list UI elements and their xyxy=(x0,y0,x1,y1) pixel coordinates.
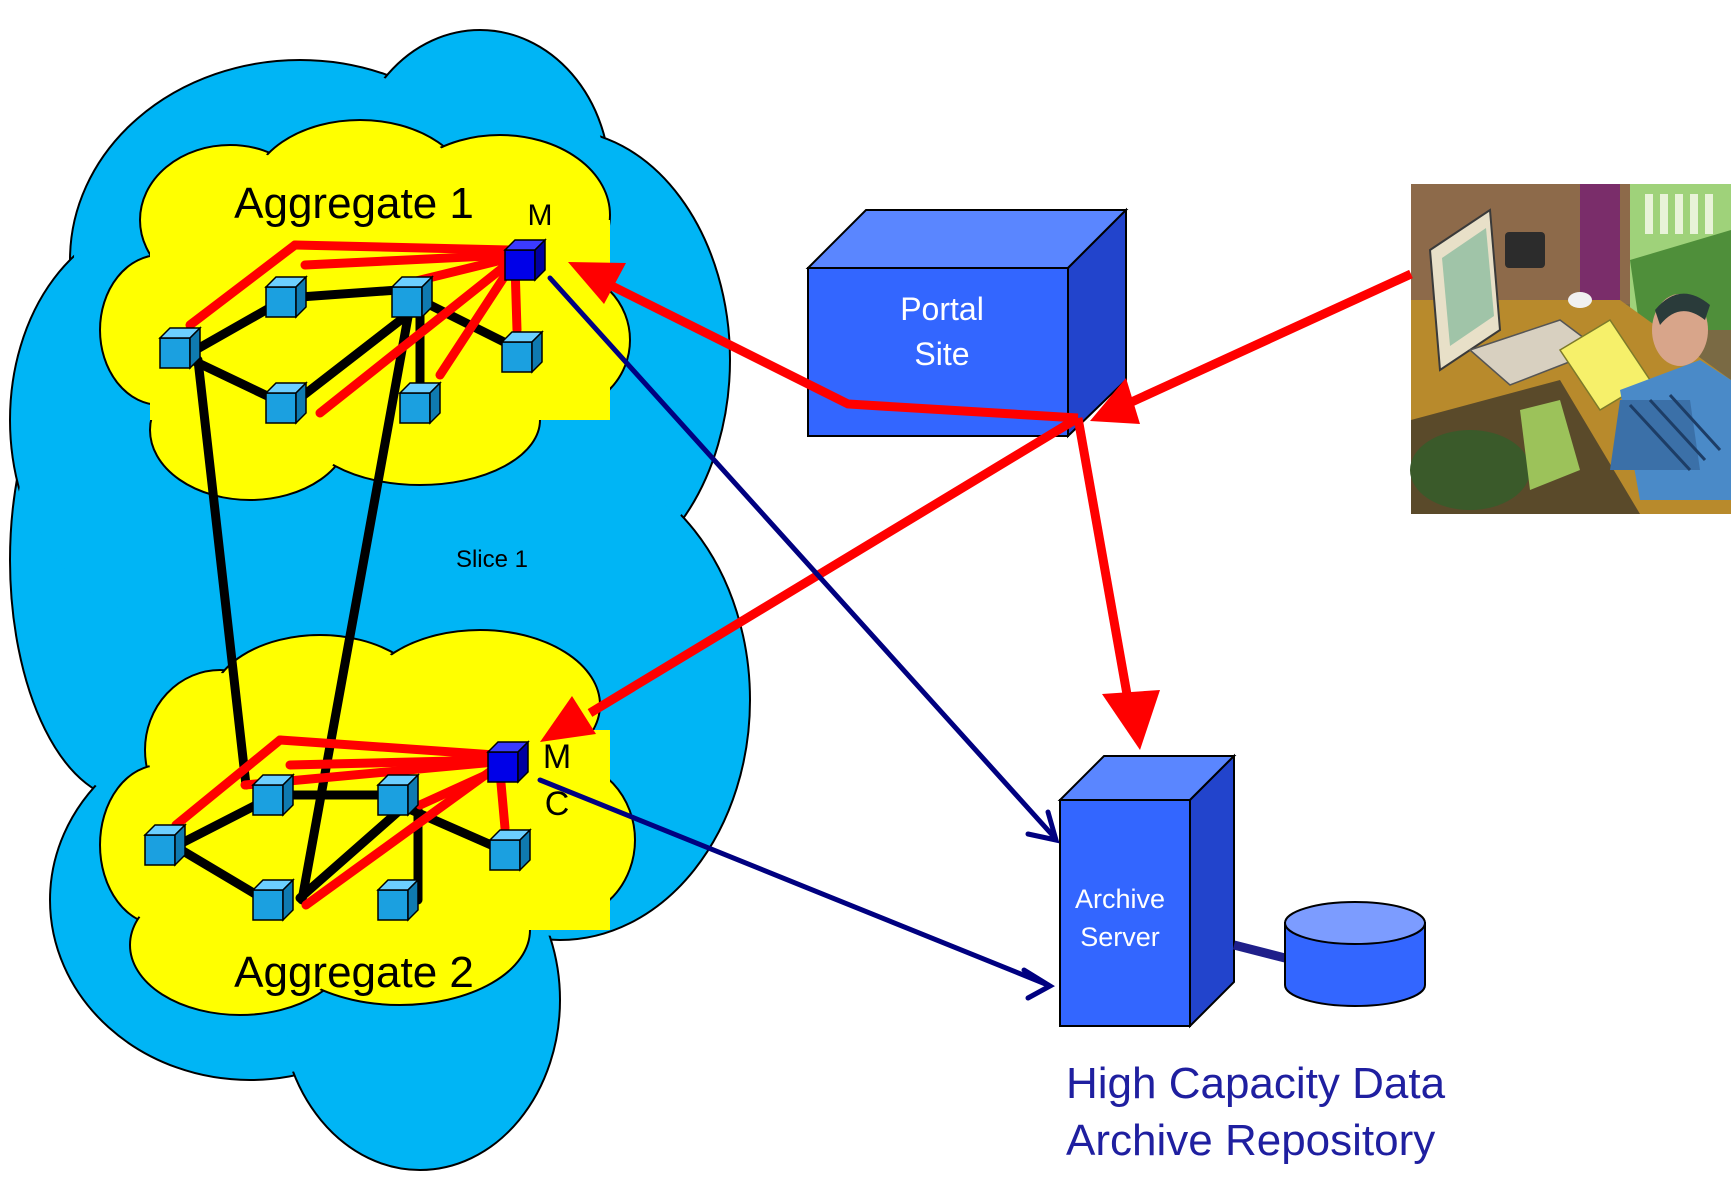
arrowhead xyxy=(540,696,596,742)
database-cylinder-icon xyxy=(1284,901,1426,1007)
node xyxy=(390,275,434,319)
mc-label-top: M xyxy=(528,199,553,232)
aggregate-2-label: Aggregate 2 xyxy=(234,948,474,997)
repository-label-line1: High Capacity Data xyxy=(1066,1059,1446,1108)
control-arrows xyxy=(540,262,1413,750)
aggregate-2-cloud xyxy=(99,629,636,1016)
user-at-workstation-clipart xyxy=(1410,184,1731,514)
arrowhead xyxy=(1102,690,1160,750)
portal-label-line1: Portal xyxy=(900,291,984,327)
arrowhead xyxy=(1090,378,1140,424)
node xyxy=(264,275,308,319)
arrowhead xyxy=(568,262,626,304)
storage-connector xyxy=(1232,940,1287,963)
aggregate-1-label: Aggregate 1 xyxy=(234,179,474,228)
node xyxy=(376,773,420,817)
node xyxy=(500,330,544,374)
node xyxy=(143,823,187,867)
archive-server-box xyxy=(1057,753,1237,1029)
node xyxy=(251,878,295,922)
slice-label: Slice 1 xyxy=(456,546,528,573)
mc-node-aggregate-2 xyxy=(486,740,530,784)
node xyxy=(264,381,308,425)
data-arrows xyxy=(537,275,1060,1001)
portal-label-line2: Site xyxy=(914,336,969,372)
nodes-aggregate-2 xyxy=(143,740,532,922)
node xyxy=(488,828,532,872)
repository-label-line2: Archive Repository xyxy=(1066,1116,1435,1165)
mc-node-aggregate-1 xyxy=(503,238,547,282)
node xyxy=(251,773,295,817)
archive-label-line1: Archive xyxy=(1075,884,1165,914)
node xyxy=(158,326,202,370)
archive-label-line2: Server xyxy=(1080,922,1160,952)
topology-links xyxy=(173,285,525,905)
mc-label-bottom-m: M xyxy=(543,738,571,776)
node xyxy=(398,381,442,425)
node xyxy=(376,878,420,922)
nodes-aggregate-1 xyxy=(158,238,547,425)
